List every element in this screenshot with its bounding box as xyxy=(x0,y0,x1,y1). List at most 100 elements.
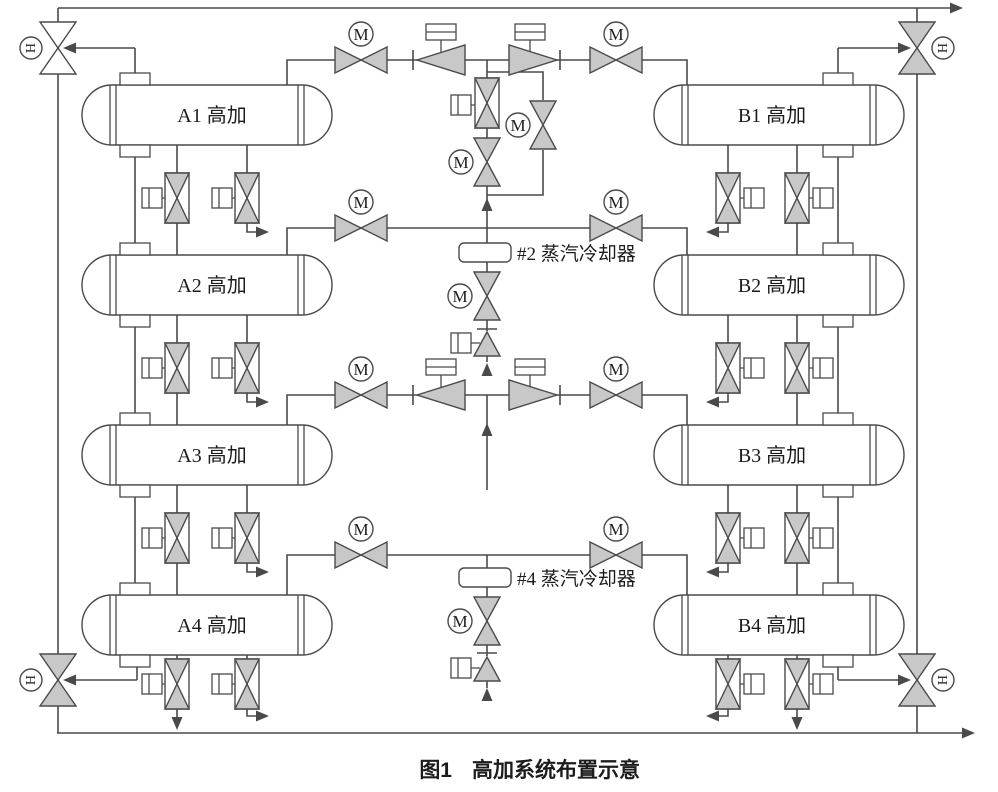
drain-valve-a1-emergency xyxy=(234,172,260,224)
vessel-body xyxy=(81,84,333,146)
flow-arrow-bottom-out xyxy=(962,727,975,739)
motor-valve-cooler2 xyxy=(473,271,501,321)
flow-arrow-into-tl-valve xyxy=(63,42,76,54)
drain-valve-a3-normal xyxy=(164,512,190,564)
hand-actuator-icon xyxy=(931,668,955,692)
steam-cooler-body xyxy=(458,242,512,263)
pipe-corner-links xyxy=(66,47,908,681)
piston-actuator-icon xyxy=(211,357,233,379)
flow-arrow-a4-emergency xyxy=(256,710,269,722)
vessel-a3 xyxy=(81,424,333,486)
motor-actuator-icon xyxy=(603,189,629,215)
piston-actuator-icon xyxy=(450,657,472,679)
piston-actuator-icon xyxy=(211,673,233,695)
drain-valve-b1-emergency xyxy=(715,172,741,224)
flow-arrow-cooler4-inlet xyxy=(481,688,493,701)
vessel-a4 xyxy=(81,594,333,656)
nozzle xyxy=(119,582,151,596)
vessel-body xyxy=(81,254,333,316)
check-valve-header1-right xyxy=(508,44,560,76)
nozzle xyxy=(822,144,854,158)
piston-actuator-icon xyxy=(812,527,834,549)
nozzle xyxy=(822,72,854,86)
pipe-drains-b xyxy=(713,145,798,717)
motor-valve-header2-left xyxy=(334,214,388,242)
piston-actuator-icon xyxy=(812,357,834,379)
isolation-valve-center xyxy=(474,77,500,129)
check-valve-header3-right xyxy=(508,379,560,411)
tubesheet-lines xyxy=(109,425,305,485)
piston-actuator-icon xyxy=(812,187,834,209)
piston-actuator-icon xyxy=(812,673,834,695)
vessel-a1 xyxy=(81,84,333,146)
vessel-body xyxy=(653,254,905,316)
drain-valve-a2-normal xyxy=(164,342,190,394)
drain-valve-b1-normal xyxy=(784,172,810,224)
motor-valve-cooler4 xyxy=(473,596,501,646)
flow-arrow-supply-row3 xyxy=(481,423,493,436)
tubesheet-lines xyxy=(109,85,305,145)
nozzle xyxy=(822,582,854,596)
drain-valve-a4-emergency xyxy=(234,658,260,710)
vessel-b4 xyxy=(653,594,905,656)
motor-actuator-icon xyxy=(348,21,374,47)
motor-valve-header3-left xyxy=(334,381,388,409)
drain-valve-a3-emergency xyxy=(234,512,260,564)
vessel-body xyxy=(653,594,905,656)
hand-actuator-icon xyxy=(19,36,43,60)
nozzle xyxy=(119,72,151,86)
motor-valve-center-main xyxy=(473,137,501,187)
flow-arrow-b2-emergency xyxy=(706,396,719,408)
pilot-actuator-icon xyxy=(425,23,457,41)
steam-cooler-4: #4 蒸汽冷却器 xyxy=(458,567,636,590)
motor-actuator-icon xyxy=(603,21,629,47)
pipe-outer-loop xyxy=(57,7,966,734)
flow-arrow-b4-emergency xyxy=(706,710,719,722)
motor-actuator-icon xyxy=(505,112,531,138)
nozzle xyxy=(822,484,854,498)
drain-valve-b3-emergency xyxy=(715,512,741,564)
flow-arrow-b1-emergency xyxy=(706,226,719,238)
check-valve-header3-left xyxy=(414,379,466,411)
vessel-b2-label: B2 高加 xyxy=(738,274,806,297)
vessel-body xyxy=(81,424,333,486)
nozzle xyxy=(119,412,151,426)
flow-arrow-a2-emergency xyxy=(256,396,269,408)
steam-cooler-body xyxy=(458,567,512,588)
vessel-a2-label: A2 高加 xyxy=(177,274,246,297)
tubesheet-lines xyxy=(681,595,877,655)
motor-actuator-icon xyxy=(448,149,474,175)
motor-valve-header1-left xyxy=(334,46,388,74)
vessel-b1-label: B1 高加 xyxy=(738,104,806,127)
flow-arrow-a3-emergency xyxy=(256,566,269,578)
motor-valve-header3-right xyxy=(589,381,643,409)
motor-actuator-icon xyxy=(348,356,374,382)
hand-actuator-icon xyxy=(931,36,955,60)
flow-arrow-a1-emergency xyxy=(256,226,269,238)
vessel-a3-label: A3 高加 xyxy=(177,444,246,467)
pipe-drains-a xyxy=(176,145,262,717)
nozzle xyxy=(119,242,151,256)
nozzle xyxy=(119,484,151,498)
piston-actuator-icon xyxy=(141,187,163,209)
nozzle xyxy=(822,314,854,328)
drain-valve-b2-emergency xyxy=(715,342,741,394)
vessel-b1 xyxy=(653,84,905,146)
flow-arrow-cooler2-inlet xyxy=(481,363,493,376)
pipe-center-row4-cooler xyxy=(477,555,497,688)
tubesheet-lines xyxy=(681,255,877,315)
piston-actuator-icon xyxy=(450,332,472,354)
check-valve-header1-left xyxy=(414,44,466,76)
vessel-body xyxy=(653,84,905,146)
figure-title: 高加系统布置示意 xyxy=(472,758,640,782)
motor-actuator-icon xyxy=(603,356,629,382)
nozzle xyxy=(119,654,151,668)
vessel-b3 xyxy=(653,424,905,486)
motor-actuator-icon xyxy=(447,283,473,309)
flow-arrow-into-tr-valve xyxy=(898,42,911,54)
flow-arrow-riser-row1 xyxy=(481,198,493,211)
piston-actuator-icon xyxy=(141,357,163,379)
motor-actuator-icon xyxy=(603,516,629,542)
